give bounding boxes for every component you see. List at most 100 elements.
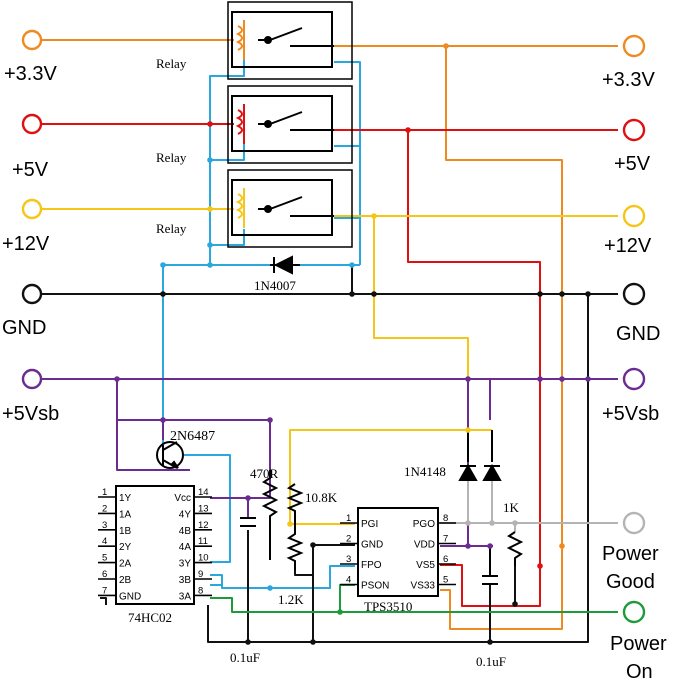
label-left-5v: +5V — [12, 159, 49, 181]
pin-number: 2 — [102, 503, 107, 514]
terminal-right-v33[interactable] — [622, 34, 646, 58]
pin-number: 11 — [198, 536, 208, 547]
junction-dot — [160, 417, 166, 423]
transistor-label: 2N6487 — [170, 429, 215, 444]
resistor-1k2-label: 1.2K — [278, 592, 304, 607]
junction-dot — [349, 262, 355, 268]
junction-dot — [160, 291, 166, 297]
pin-label: 3Y — [179, 559, 192, 570]
junction-dot — [443, 43, 449, 49]
junction-dot — [349, 291, 355, 297]
pin-number: 10 — [198, 553, 209, 564]
pin-label: VS33 — [411, 581, 436, 592]
control-wires — [162, 60, 361, 589]
ic-74hc02-name: 74HC02 — [128, 610, 172, 625]
label-right-5v: +5V — [614, 153, 651, 175]
pin-label: 4A — [179, 542, 192, 553]
pin-number: 4 — [102, 536, 107, 547]
pin-label: FPO — [361, 560, 382, 571]
label-power-good-2: Good — [606, 571, 655, 593]
capacitor-left — [240, 517, 256, 527]
resistor-10k8-label: 10.8K — [305, 490, 338, 505]
pin-label: PGO — [413, 519, 435, 530]
junction-dot — [489, 520, 495, 526]
terminal-right-vsb[interactable] — [622, 367, 646, 391]
rail-12v-wires — [42, 208, 618, 525]
relay-2-label: Relay — [156, 150, 187, 165]
pin-number: 5 — [443, 575, 448, 586]
junction-dot — [537, 376, 543, 382]
pin-number: 14 — [198, 487, 209, 498]
terminal-right-pg[interactable] — [622, 511, 646, 535]
pin-label: Vcc — [174, 493, 191, 504]
pin-label: 1Y — [119, 493, 132, 504]
terminal-left-v5[interactable] — [21, 113, 43, 135]
rail-3v3-wires — [42, 39, 618, 630]
pin-number: 8 — [198, 585, 203, 596]
junction-dot — [512, 601, 518, 607]
diode-1n4007 — [270, 255, 300, 275]
terminal-right-gnd[interactable] — [622, 282, 646, 306]
label-power-good-1: Power — [602, 543, 659, 565]
pin-label: 1A — [119, 509, 132, 520]
capacitors — [240, 517, 498, 585]
capacitor-left-label: 0.1uF — [230, 650, 260, 665]
label-right-12v: +12V — [604, 235, 652, 257]
terminals — [21, 29, 646, 624]
pin-label: PSON — [361, 581, 389, 592]
junction-dot — [337, 609, 343, 615]
relay-3-label: Relay — [156, 221, 187, 236]
pin-label: 2B — [119, 575, 132, 586]
rail-5v-wires — [42, 123, 618, 607]
junction-dot — [245, 639, 251, 645]
rail-gnd-wires — [42, 265, 618, 643]
capacitor-right-label: 0.1uF — [476, 654, 506, 669]
terminal-left-gnd[interactable] — [21, 283, 43, 305]
pin-number: 12 — [198, 520, 209, 531]
junction-dot — [559, 543, 565, 549]
pin-number: 13 — [198, 503, 209, 514]
relay-3 — [227, 169, 353, 248]
relay-1-label: Relay — [156, 56, 187, 71]
pin-label: 1B — [119, 526, 132, 537]
label-right-3v3: +3.3V — [602, 69, 655, 91]
terminal-left-v33[interactable] — [21, 29, 43, 51]
terminal-left-v12[interactable] — [21, 198, 43, 220]
label-left-3v3: +3.3V — [4, 63, 57, 85]
junction-dot — [207, 242, 213, 248]
junction-dot — [559, 376, 565, 382]
resistors — [261, 470, 524, 570]
component-labels: Relay Relay Relay 1N4007 2N6487 470R 10.… — [156, 56, 520, 669]
ic-74hc02: 11Y21A31B42Y52A62B7GND14Vcc134Y124B114A1… — [98, 485, 212, 625]
label-power-on-1: Power — [610, 633, 667, 655]
diodes-1n4148-label: 1N4148 — [404, 464, 446, 479]
terminal-left-vsb[interactable] — [21, 368, 43, 390]
label-left-5vsb: +5Vsb — [2, 403, 59, 425]
junction-dot — [207, 157, 213, 163]
terminal-right-v12[interactable] — [622, 204, 646, 228]
pin-number: 1 — [346, 513, 351, 524]
label-right-gnd: GND — [616, 323, 660, 345]
pin-number: 8 — [443, 513, 448, 524]
junction-dot — [465, 427, 471, 433]
terminal-right-pon[interactable] — [622, 600, 646, 624]
pin-label: 2Y — [119, 542, 132, 553]
junction-dot — [487, 639, 493, 645]
relay-1 — [227, 1, 353, 80]
junction-dot — [465, 376, 471, 382]
pin-number: 3 — [346, 554, 351, 565]
pin-number: 4 — [346, 575, 351, 586]
junction-dot — [207, 262, 213, 268]
terminal-right-v5[interactable] — [622, 118, 646, 142]
junction-dot — [267, 417, 273, 423]
pin-label: 3A — [179, 591, 192, 602]
junction-dot — [585, 376, 591, 382]
pin-label: 4Y — [179, 509, 192, 520]
ic-74hc02-pins: 11Y21A31B42Y52A62B7GND14Vcc134Y124B114A1… — [98, 487, 212, 602]
transistor-2n6487 — [156, 441, 184, 469]
pin-label: VDD — [414, 540, 435, 551]
label-left-gnd: GND — [2, 317, 46, 339]
